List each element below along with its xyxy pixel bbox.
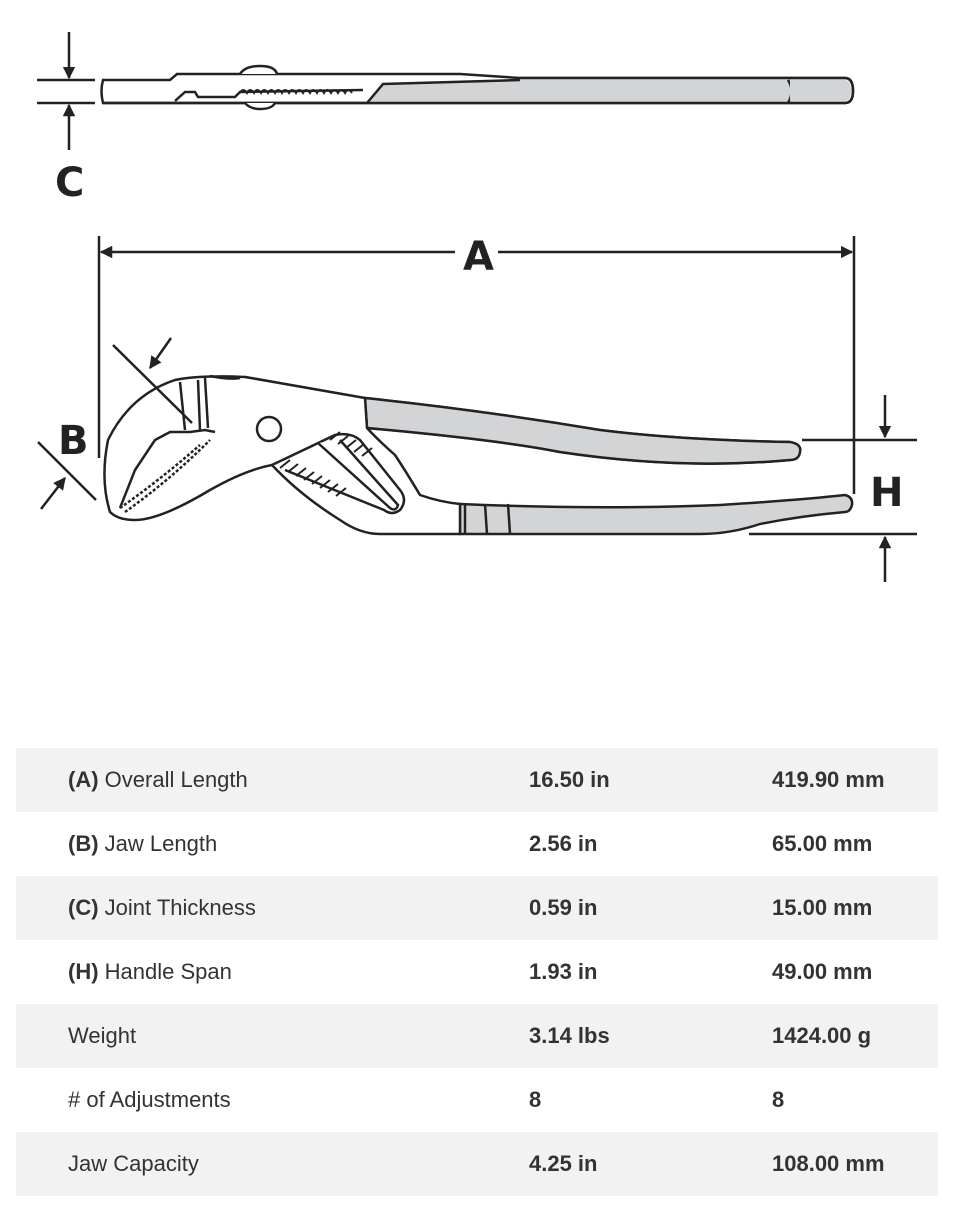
- label-b: B: [58, 418, 89, 464]
- dimension-h: [749, 395, 917, 582]
- spec-metric: 15.00 mm: [772, 876, 938, 940]
- dimension-b: [37, 337, 193, 510]
- spec-metric: 8: [772, 1068, 938, 1132]
- spec-metric: 49.00 mm: [772, 940, 938, 1004]
- spec-imperial: 4.25 in: [529, 1132, 772, 1196]
- spec-metric: 65.00 mm: [772, 812, 938, 876]
- spec-metric: 1424.00 g: [772, 1004, 938, 1068]
- spec-label: # of Adjustments: [68, 1087, 231, 1112]
- spec-prefix: (H): [68, 959, 99, 984]
- spec-imperial: 8: [529, 1068, 772, 1132]
- spec-row-overall-length: (A) Overall Length 16.50 in 419.90 mm: [16, 748, 938, 812]
- label-h: H: [870, 470, 903, 516]
- pliers-top-view: [100, 64, 855, 111]
- spec-metric: 108.00 mm: [772, 1132, 938, 1196]
- spec-label: Weight: [68, 1023, 137, 1048]
- spec-prefix: (A): [68, 767, 99, 792]
- specifications-table: (A) Overall Length 16.50 in 419.90 mm (B…: [16, 748, 938, 1196]
- spec-label: Jaw Length: [104, 831, 218, 856]
- spec-row-jaw-length: (B) Jaw Length 2.56 in 65.00 mm: [16, 812, 938, 876]
- pliers-dimension-diagram: C A B: [37, 32, 917, 582]
- spec-imperial: 16.50 in: [529, 748, 772, 812]
- spec-row-handle-span: (H) Handle Span 1.93 in 49.00 mm: [16, 940, 938, 1004]
- spec-imperial: 2.56 in: [529, 812, 772, 876]
- spec-row-jaw-capacity: Jaw Capacity 4.25 in 108.00 mm: [16, 1132, 938, 1196]
- spec-label: Handle Span: [104, 959, 232, 984]
- spec-label: Joint Thickness: [104, 895, 256, 920]
- dimension-c: [37, 32, 95, 150]
- spec-row-adjustments: # of Adjustments 8 8: [16, 1068, 938, 1132]
- pliers-side-view: [103, 374, 854, 536]
- spec-row-joint-thickness: (C) Joint Thickness 0.59 in 15.00 mm: [16, 876, 938, 940]
- spec-row-weight: Weight 3.14 lbs 1424.00 g: [16, 1004, 938, 1068]
- spec-metric: 419.90 mm: [772, 748, 938, 812]
- spec-prefix: (B): [68, 831, 99, 856]
- label-c: C: [55, 160, 84, 206]
- spec-label: Overall Length: [104, 767, 248, 792]
- spec-imperial: 3.14 lbs: [529, 1004, 772, 1068]
- spec-imperial: 1.93 in: [529, 940, 772, 1004]
- spec-imperial: 0.59 in: [529, 876, 772, 940]
- spec-label: Jaw Capacity: [68, 1151, 199, 1176]
- label-a: A: [463, 234, 494, 280]
- dimension-a: [97, 236, 856, 494]
- spec-prefix: (C): [68, 895, 99, 920]
